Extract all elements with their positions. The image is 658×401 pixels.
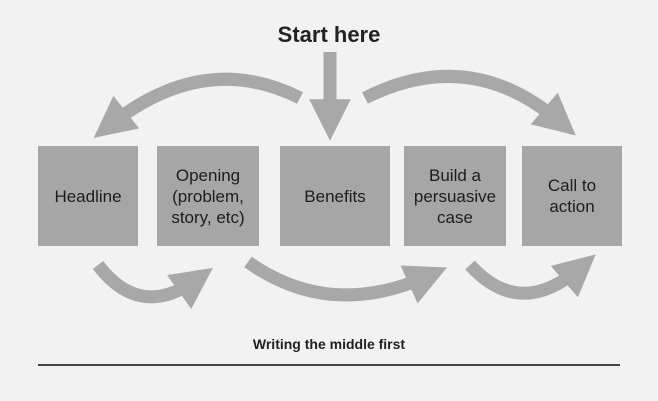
curve-arrow-opening-to-build [244, 256, 447, 304]
curve-arrow-benefits-to-headline [93, 72, 303, 138]
box-call-to-action-label: Call to action [547, 176, 597, 216]
divider-line [38, 364, 620, 366]
curve-arrow-headline-to-opening [92, 260, 213, 310]
box-build-case-label: Build a persuasive case [413, 165, 497, 227]
box-benefits-label: Benefits [304, 186, 366, 206]
box-benefits: Benefits [280, 146, 390, 246]
box-opening: Opening (problem, story, etc) [157, 146, 259, 246]
diagram-caption: Writing the middle first [252, 336, 406, 352]
box-build-case: Build a persuasive case [404, 146, 506, 246]
curve-arrow-benefits-to-cta [362, 69, 576, 136]
start-here-label: Start here [277, 22, 381, 47]
curve-arrow-build-to-cta [465, 254, 596, 300]
box-headline-label: Headline [54, 186, 122, 206]
box-headline: Headline [38, 146, 138, 246]
box-call-to-action: Call to action [522, 146, 622, 246]
box-opening-label: Opening (problem, story, etc) [171, 165, 245, 227]
